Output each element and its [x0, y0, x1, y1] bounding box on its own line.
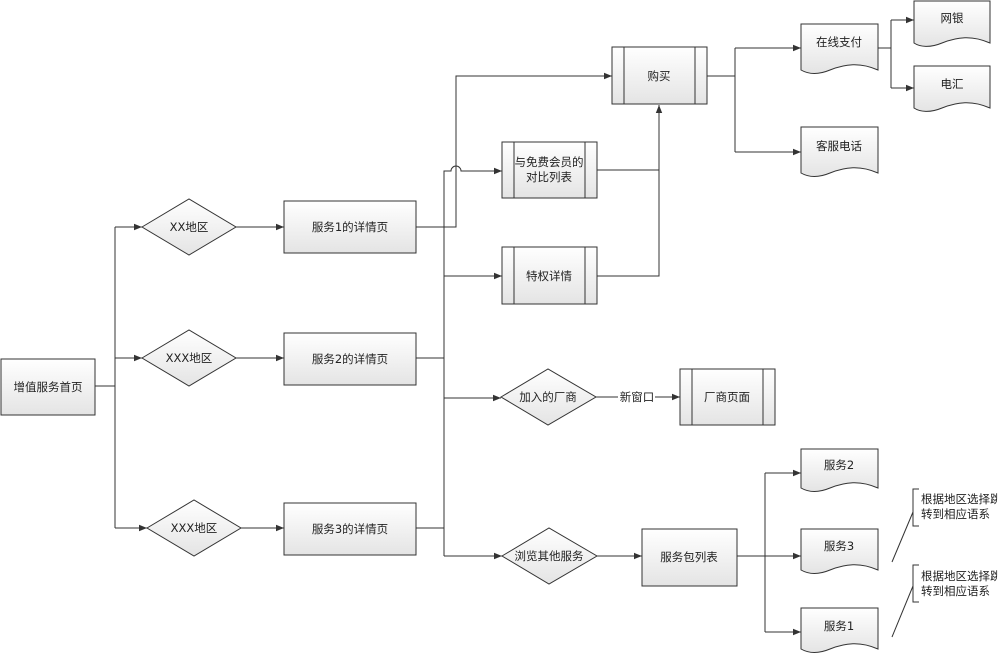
node-privilege-shape [501, 246, 598, 305]
node-svc3-label: 服务3 [824, 539, 854, 553]
node-hotline-label: 客服电话 [816, 139, 862, 153]
node-detail3-shape [283, 502, 417, 556]
node-buy-shape [611, 46, 708, 105]
annotation-note1: 根据地区选择跳 转到相应语系 [912, 488, 998, 527]
node-hotline-shape [800, 126, 879, 177]
node-hotline: 客服电话 [800, 126, 879, 177]
node-wire-label: 电汇 [941, 77, 964, 91]
node-region2-label: XXX地区 [166, 351, 213, 365]
node-region3: XXX地区 [146, 499, 242, 557]
node-vendor-page-shape [679, 368, 776, 426]
node-svc2-label: 服务2 [824, 458, 854, 472]
node-buy: 购买 [611, 46, 708, 105]
edge-privilege-buy [597, 105, 663, 277]
node-compare: 与免费会员的 对比列表 [501, 141, 598, 199]
node-package-list: 服务包列表 [641, 528, 738, 587]
node-detail1-shape [283, 200, 417, 254]
node-detail2-shape [283, 332, 417, 386]
node-detail1-label: 服务1的详情页 [312, 220, 388, 234]
node-home-label: 增值服务首页 [14, 380, 83, 394]
node-browse-other-label: 浏览其他服务 [515, 549, 584, 563]
node-browse-other: 浏览其他服务 [501, 527, 598, 585]
note2-text-line2: 转到相应语系 [921, 584, 990, 598]
node-svc3: 服务3 [800, 528, 879, 574]
node-svc3-shape [800, 528, 879, 574]
node-compare-label-line1: 与免费会员的 [515, 155, 584, 169]
node-svc2: 服务2 [800, 448, 879, 492]
node-region2-shape [141, 329, 237, 387]
node-privilege: 特权详情 [501, 246, 598, 305]
node-compare-shape [501, 141, 598, 199]
node-netbank: 网银 [913, 0, 991, 47]
node-region2: XXX地区 [141, 329, 237, 387]
node-detail2-label: 服务2的详情页 [312, 352, 388, 366]
note1-text-line1: 根据地区选择跳 [921, 492, 998, 506]
node-browse-other-shape [501, 527, 598, 585]
node-svc1-label: 服务1 [824, 619, 854, 633]
node-detail1: 服务1的详情页 [283, 200, 417, 254]
note2-text-line1: 根据地区选择跳 [921, 569, 998, 583]
note2-bracket [912, 564, 919, 603]
node-buy-label: 购买 [648, 69, 671, 83]
note2-leader [891, 585, 914, 638]
node-region1: XX地区 [141, 198, 237, 256]
node-svc2-shape [800, 448, 879, 492]
node-detail2: 服务2的详情页 [283, 332, 417, 386]
node-join-vendor-shape [500, 368, 597, 426]
node-svc1: 服务1 [800, 607, 879, 653]
node-package-list-shape [641, 528, 738, 587]
node-online-pay-label: 在线支付 [816, 35, 862, 49]
connectors [95, 16, 914, 638]
node-online-pay: 在线支付 [800, 23, 879, 74]
node-join-vendor: 加入的厂商 [500, 368, 597, 426]
node-region3-label: XXX地区 [171, 521, 218, 535]
node-region1-label: XX地区 [170, 220, 209, 234]
node-compare-label-line2: 对比列表 [526, 170, 572, 184]
note1-bracket [912, 488, 919, 527]
node-wire: 电汇 [913, 65, 991, 112]
node-netbank-label: 网银 [941, 11, 964, 25]
node-vendor-page: 厂商页面 [679, 368, 776, 426]
node-package-list-label: 服务包列表 [660, 550, 718, 564]
node-wire-shape [913, 65, 991, 112]
node-region1-shape [141, 198, 237, 256]
node-svc1-shape [800, 607, 879, 653]
node-join-vendor-label: 加入的厂商 [519, 390, 577, 404]
node-online-pay-shape [800, 23, 879, 74]
node-detail3: 服务3的详情页 [283, 502, 417, 556]
note1-leader [891, 511, 914, 563]
node-privilege-label: 特权详情 [526, 269, 572, 283]
node-home-shape [0, 358, 96, 416]
edge-to-buy [416, 72, 612, 228]
edge-label-new-window: 新窗口 [620, 390, 655, 404]
node-netbank-shape [913, 0, 991, 47]
annotation-note2: 根据地区选择跳 转到相应语系 [912, 564, 998, 603]
note1-text-line2: 转到相应语系 [921, 507, 990, 521]
node-detail3-label: 服务3的详情页 [312, 522, 388, 536]
node-vendor-page-label: 厂商页面 [704, 390, 750, 404]
edge-to-compare [443, 165, 502, 227]
node-region3-shape [146, 499, 242, 557]
node-home: 增值服务首页 [0, 358, 96, 416]
